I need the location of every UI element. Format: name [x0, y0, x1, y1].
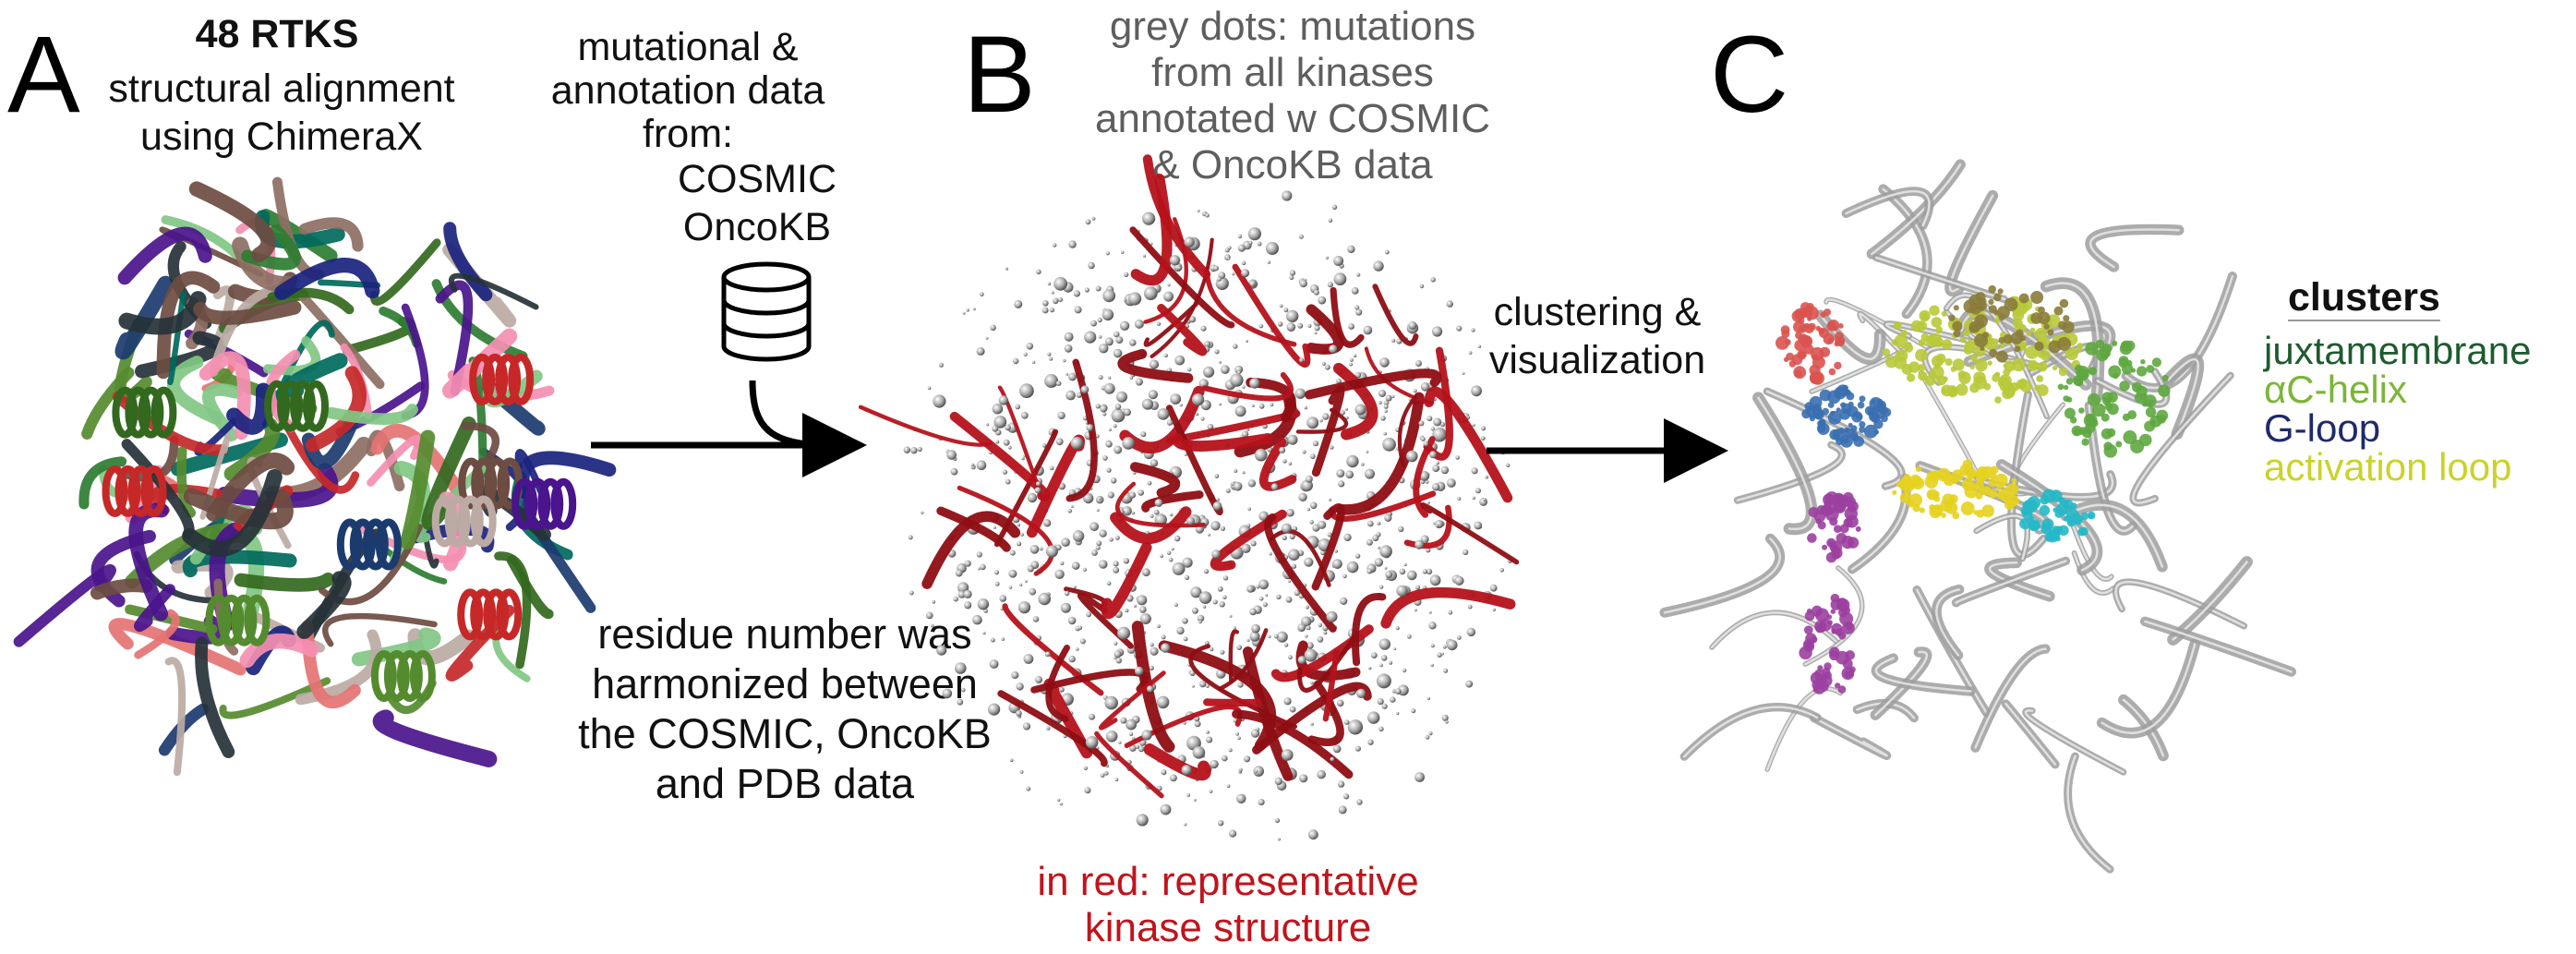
grey-dots-note: grey dots: mutations from all kinases an… — [1095, 4, 1490, 187]
clustering-note: clustering & visualization — [1488, 290, 1706, 382]
panel-label-c: C — [1710, 14, 1789, 136]
representative-kinase-structure — [858, 154, 1520, 841]
panel-label-b: B — [963, 14, 1036, 136]
database-connector — [749, 380, 832, 449]
alignment-structure-image — [13, 176, 617, 777]
database-icon — [721, 261, 812, 362]
clustered-kinase-structure — [1659, 159, 2296, 874]
legend-item-activation-loop: activation loop — [2264, 445, 2512, 489]
data-source-note: mutational & annotation data from: — [550, 25, 825, 156]
panel-label-a: A — [7, 14, 80, 136]
legend-item-ac-helix: αC-helix — [2264, 368, 2407, 411]
legend-item-juxtamembrane: juxtamembrane — [2264, 329, 2532, 372]
legend-title: clusters — [2288, 275, 2440, 321]
panel-a-title: 48 RTKS — [195, 12, 359, 56]
red-structure-note: in red: representative kinase structure — [1037, 859, 1419, 950]
database-names: COSMIC OncoKB — [678, 157, 837, 249]
panel-a-subtitle: structural alignment using ChimeraX — [108, 66, 455, 159]
legend-item-g-loop: G-loop — [2264, 406, 2381, 450]
residue-harmonization-note: residue number was harmonized between th… — [578, 610, 992, 807]
